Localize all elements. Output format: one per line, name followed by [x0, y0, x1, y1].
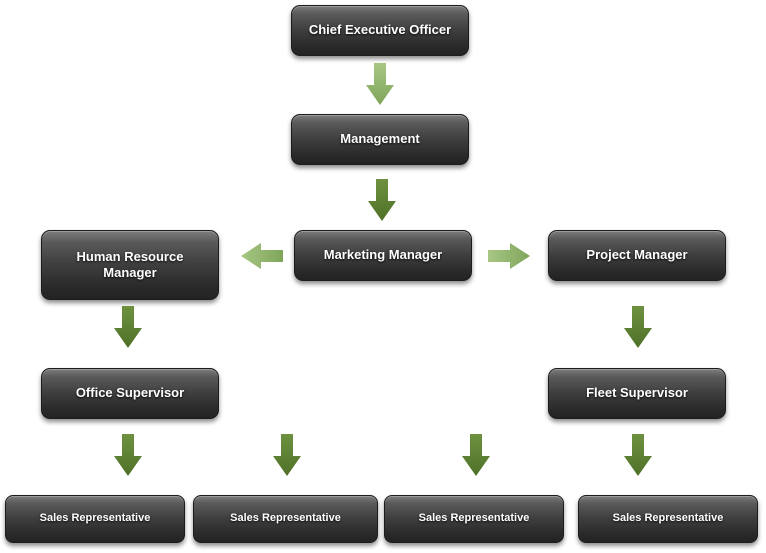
arrow-down-icon — [114, 306, 142, 348]
arrow-left-icon — [241, 243, 283, 269]
marketing-manager-label: Marketing Manager — [323, 247, 443, 263]
office-supervisor-label: Office Supervisor — [75, 385, 185, 401]
fleet-supervisor-box: Fleet Supervisor — [548, 368, 726, 419]
arrow-down-icon — [366, 63, 394, 105]
arrow-down-icon — [368, 179, 396, 221]
sales-rep-box: Sales Representative — [384, 495, 564, 543]
hr-manager-label: Human Resource Manager — [76, 248, 184, 280]
sales-rep-label: Sales Representative — [612, 512, 724, 525]
sales-rep-box: Sales Representative — [193, 495, 378, 543]
arrow-down-icon — [273, 434, 301, 476]
arrow-down-icon — [624, 434, 652, 476]
sales-rep-label: Sales Representative — [230, 512, 341, 525]
sales-rep-box: Sales Representative — [5, 495, 185, 543]
arrow-down-icon — [624, 306, 652, 348]
arrow-right-icon — [488, 243, 530, 269]
office-supervisor-box: Office Supervisor — [41, 368, 219, 419]
sales-rep-label: Sales Representative — [418, 512, 530, 525]
management-box: Management — [291, 114, 469, 165]
marketing-manager-box: Marketing Manager — [294, 230, 472, 281]
management-label: Management — [340, 131, 420, 147]
project-manager-label: Project Manager — [586, 247, 688, 263]
ceo-box: Chief Executive Officer — [291, 5, 469, 56]
arrow-down-icon — [114, 434, 142, 476]
hr-manager-box: Human Resource Manager — [41, 230, 219, 300]
arrow-down-icon — [462, 434, 490, 476]
ceo-label: Chief Executive Officer — [308, 22, 452, 38]
sales-rep-label: Sales Representative — [39, 512, 151, 525]
fleet-supervisor-label: Fleet Supervisor — [586, 385, 688, 401]
sales-rep-box: Sales Representative — [578, 495, 758, 543]
project-manager-box: Project Manager — [548, 230, 726, 281]
